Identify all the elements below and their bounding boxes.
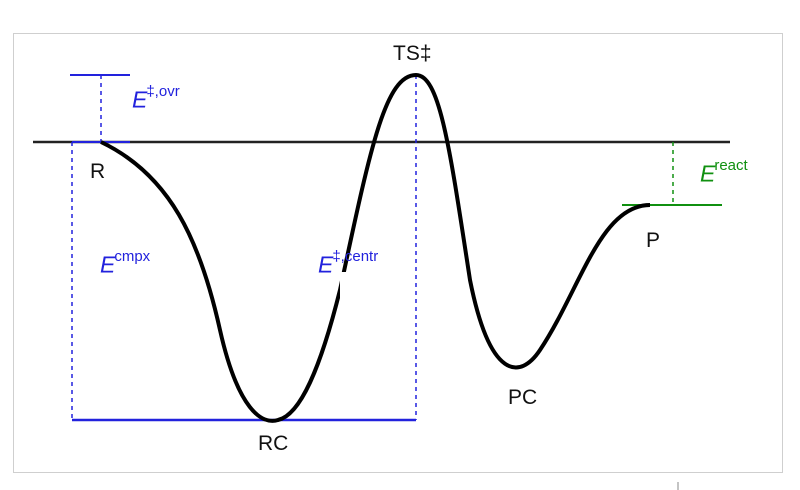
diagram-frame <box>13 33 783 473</box>
curve-label-gap <box>340 272 352 298</box>
energy-curve <box>100 72 651 423</box>
pc-label: PC <box>508 386 538 409</box>
e-ovr-label: E‡,ovr <box>132 83 180 113</box>
rc-label: RC <box>258 432 289 455</box>
e-react-label: Ereact <box>700 157 748 187</box>
ts-label: TS‡ <box>393 42 432 65</box>
r-label: R <box>90 160 106 183</box>
e-cmpx-label: Ecmpx <box>100 248 151 278</box>
p-label: P <box>646 229 661 252</box>
e-centr-label: E‡,centr <box>318 248 379 278</box>
